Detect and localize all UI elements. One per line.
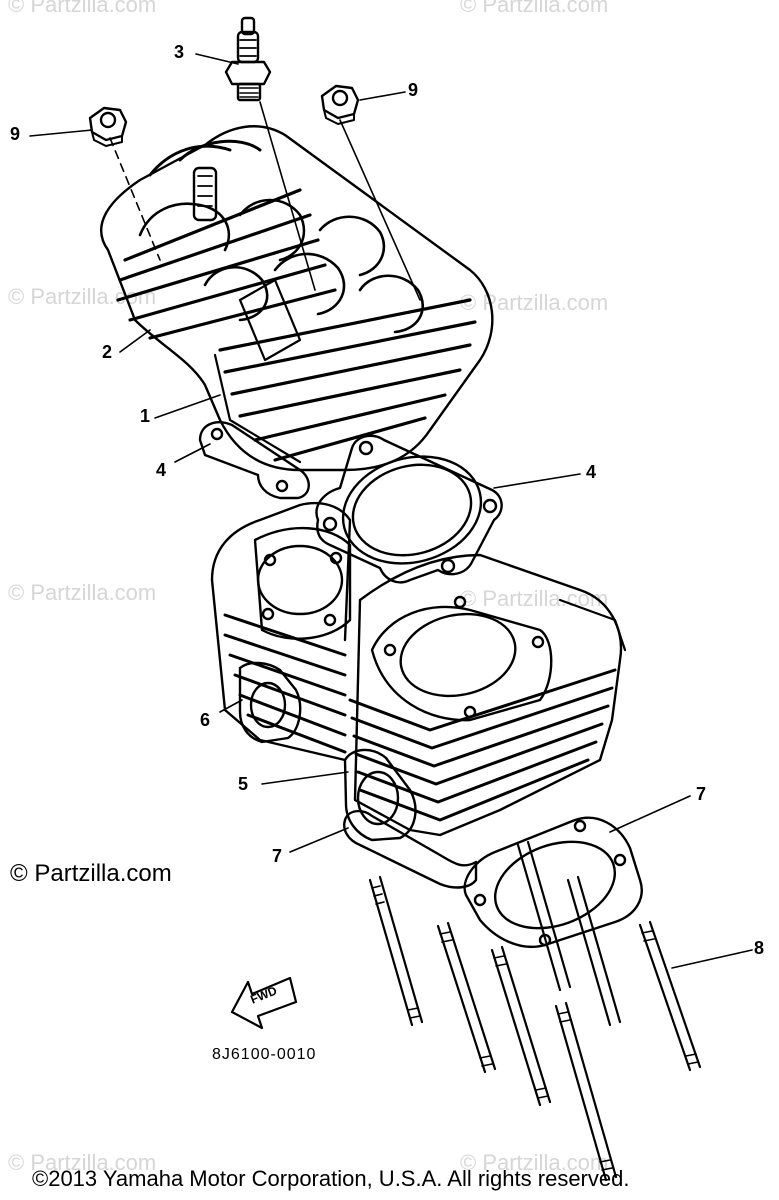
diagram-code: 8J6100-0010 (212, 1046, 317, 1063)
callout-7-left: 7 (272, 846, 283, 866)
callout-9-left: 9 (10, 124, 21, 144)
callout-9-right: 9 (408, 80, 419, 100)
stud-bolts (368, 840, 702, 1182)
callout-4-right: 4 (586, 462, 597, 482)
nut-left (88, 106, 128, 147)
head-gasket-left (198, 421, 310, 500)
callout-5: 5 (238, 774, 249, 794)
callout-3: 3 (174, 42, 185, 62)
brand-watermark: © Partzilla.com (10, 860, 172, 887)
head-gasket-right (315, 434, 503, 584)
callout-7-right: 7 (696, 784, 707, 804)
callout-4-left: 4 (156, 460, 167, 480)
callout-2: 2 (102, 342, 113, 362)
exhaust-gasket-5 (343, 748, 417, 842)
watermark: © Partzilla.com (8, 1150, 157, 1175)
callout-1: 1 (140, 406, 151, 426)
spark-plug (224, 16, 272, 102)
watermark: © Partzilla.com (8, 0, 157, 17)
fwd-arrow-icon (230, 976, 298, 1030)
cylinder-block (210, 501, 627, 837)
watermark: © Partzilla.com (460, 1150, 609, 1175)
nut-right (320, 84, 360, 125)
watermark: © Partzilla.com (460, 0, 609, 17)
base-gasket-left (343, 809, 478, 889)
watermark: © Partzilla.com (460, 290, 609, 315)
exhaust-gasket-6 (238, 661, 302, 744)
base-gasket-right (463, 816, 643, 948)
cylinder-head (100, 125, 494, 472)
watermark: © Partzilla.com (8, 580, 157, 605)
callout-8: 8 (754, 938, 765, 958)
leader-lines (29, 53, 753, 969)
copyright-notice: ©2013 Yamaha Motor Corporation, U.S.A. A… (32, 1166, 630, 1191)
callout-6: 6 (200, 710, 211, 730)
